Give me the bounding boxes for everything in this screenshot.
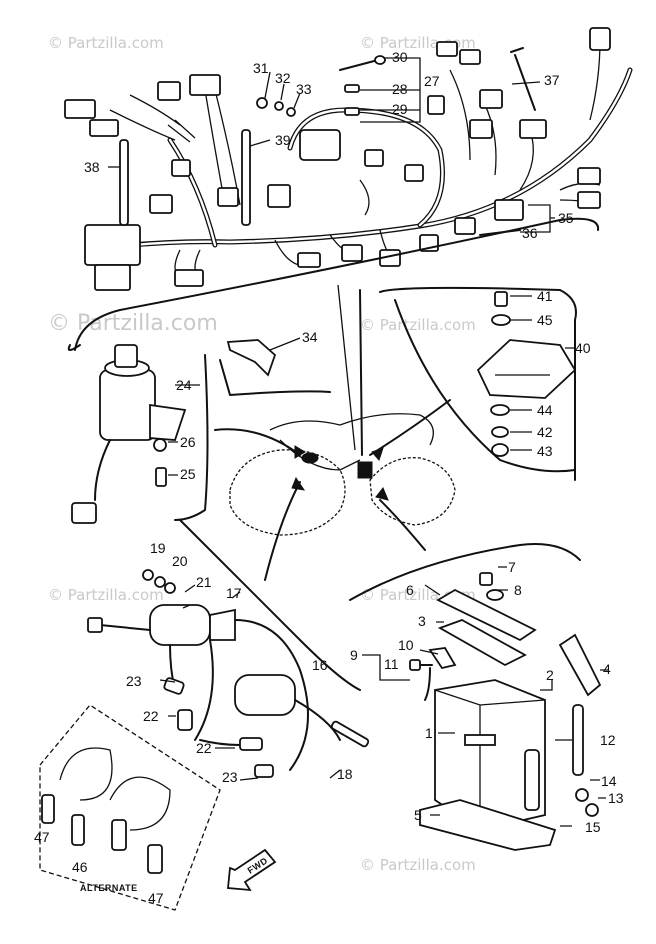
callout-30: 30 <box>392 49 408 65</box>
callout-12: 12 <box>600 732 616 748</box>
callout-37: 37 <box>544 72 560 88</box>
callout-27: 27 <box>424 73 440 89</box>
watermark: © Partzilla.com <box>48 586 164 604</box>
callout-33: 33 <box>296 81 312 97</box>
callout-41: 41 <box>537 288 553 304</box>
callout-22: 22 <box>143 708 159 724</box>
callout-23: 23 <box>126 673 142 689</box>
callout-42: 42 <box>537 424 553 440</box>
callout-44: 44 <box>537 402 553 418</box>
bracket <box>226 337 301 377</box>
wire-harness <box>64 27 633 291</box>
callout-21: 21 <box>196 574 212 590</box>
callout-31: 31 <box>253 60 269 76</box>
callout-23: 23 <box>222 769 238 785</box>
callout-13: 13 <box>608 790 624 806</box>
callout-22: 22 <box>196 740 212 756</box>
callout-43: 43 <box>537 443 553 459</box>
callout-45: 45 <box>537 312 553 328</box>
callout-17: 17 <box>226 585 242 601</box>
callout-3: 3 <box>418 613 426 629</box>
callout-24: 24 <box>176 377 192 393</box>
callout-7: 7 <box>508 559 516 575</box>
callout-34: 34 <box>302 329 318 345</box>
callout-20: 20 <box>172 553 188 569</box>
battery-group <box>362 566 608 851</box>
forward-arrow: FWD <box>227 848 277 892</box>
motorcycle-silhouette <box>214 289 456 581</box>
callout-18: 18 <box>337 766 353 782</box>
callout-4: 4 <box>603 661 611 677</box>
alternate-caps <box>39 704 221 911</box>
callout-19: 19 <box>150 540 166 556</box>
callout-40: 40 <box>575 340 591 356</box>
callout-8: 8 <box>514 582 522 598</box>
ignition-coils <box>87 569 370 781</box>
rectifier-regulator <box>476 291 577 457</box>
section-dividers <box>67 217 600 691</box>
callout-28: 28 <box>392 81 408 97</box>
callout-10: 10 <box>398 637 414 653</box>
callout-46: 46 <box>72 859 88 875</box>
callout-5: 5 <box>414 807 422 823</box>
callout-26: 26 <box>180 434 196 450</box>
callout-32: 32 <box>275 70 291 86</box>
callout-36: 36 <box>522 225 538 241</box>
callout-16: 16 <box>312 657 328 673</box>
callout-38: 38 <box>84 159 100 175</box>
alternate-label: ALTERNATE <box>80 883 138 893</box>
watermark: © Partzilla.com <box>360 316 476 334</box>
callout-6: 6 <box>406 582 414 598</box>
watermark: © Partzilla.com <box>48 311 218 336</box>
callout-47: 47 <box>148 890 164 906</box>
callout-29: 29 <box>392 101 408 117</box>
callout-1: 1 <box>425 725 433 741</box>
callout-14: 14 <box>601 773 617 789</box>
callout-35: 35 <box>558 210 574 226</box>
watermark: © Partzilla.com <box>360 34 476 52</box>
main-switch <box>71 344 200 524</box>
callout-2: 2 <box>546 667 554 683</box>
callout-47: 47 <box>34 829 50 845</box>
callout-15: 15 <box>585 819 601 835</box>
callout-25: 25 <box>180 466 196 482</box>
callout-9: 9 <box>350 647 358 663</box>
watermark: © Partzilla.com <box>48 34 164 52</box>
callout-11: 11 <box>384 656 399 672</box>
watermark: © Partzilla.com <box>360 856 476 874</box>
callout-39: 39 <box>275 132 291 148</box>
callout-labels: 31 32 33 30 28 29 27 37 38 39 35 36 34 4… <box>34 49 624 906</box>
